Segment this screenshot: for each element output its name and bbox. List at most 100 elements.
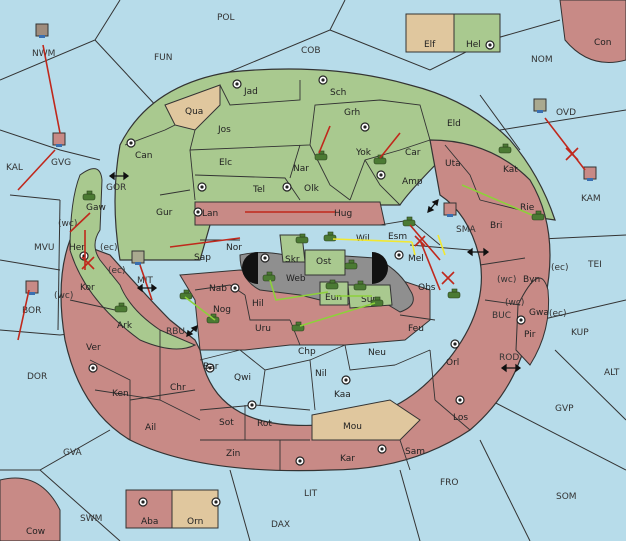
army-icon[interactable] [114,302,128,313]
province-qwi[interactable]: Qwi [234,373,251,383]
province-uta[interactable]: Uta [445,159,461,169]
fleet-icon[interactable] [443,202,457,217]
sea-dax[interactable]: DAX [271,520,290,530]
army-icon[interactable] [402,216,416,227]
province-nog[interactable]: Nog [213,305,231,315]
fleet-icon[interactable] [35,23,49,38]
province-sun[interactable]: Sun [361,295,378,305]
sea-lit[interactable]: LIT [304,489,318,499]
sea-pol[interactable]: POL [217,13,235,23]
province-eun[interactable]: Eun [325,293,342,303]
province-mou[interactable] [311,399,421,441]
province-jad[interactable]: Jad [243,87,258,97]
province-zin[interactable]: Zin [226,449,240,459]
army-icon[interactable] [370,296,384,307]
army-icon[interactable] [531,210,545,221]
sea-gva[interactable]: GVA [63,448,83,458]
province-ail[interactable]: Ail [145,423,156,433]
province-web[interactable]: Web [286,274,306,284]
sea-buc[interactable]: BUC [492,311,511,321]
sea-som[interactable]: SOM [556,492,577,502]
province-grh[interactable]: Grh [344,108,360,118]
army-icon[interactable] [353,280,367,291]
army-icon[interactable] [325,279,339,290]
province-gwa[interactable]: Gwa [529,308,549,318]
sea-mvu[interactable]: MVU [34,243,55,253]
sea-kup[interactable]: KUP [571,328,589,338]
sea-gor[interactable]: GOR [106,183,126,193]
province-pir[interactable]: Pir [524,330,536,340]
province-kat[interactable]: Kat [503,165,518,175]
sea-swm[interactable]: SWM [80,514,102,524]
province-jos[interactable]: Jos [217,125,231,135]
province-ark[interactable]: Ark [117,321,133,331]
army-icon[interactable] [82,190,96,201]
province-gaw[interactable]: Gaw [86,203,106,213]
province-uru[interactable]: Uru [255,324,271,334]
fleet-icon[interactable] [131,250,145,265]
province-hug[interactable]: Hug [334,209,352,219]
sea-cob[interactable]: COB [301,46,321,56]
sea-kam[interactable]: KAM [581,194,601,204]
province-pir[interactable] [515,277,550,366]
province-chp[interactable]: Chp [298,347,316,357]
sea-ovd[interactable]: OVD [556,108,576,118]
fleet-icon[interactable] [52,132,66,147]
province-car[interactable]: Car [405,148,421,158]
province-chr[interactable]: Chr [170,383,186,393]
sea-tei[interactable]: TEI [587,260,602,270]
sea-gvg[interactable]: GVG [51,158,71,168]
province-obs[interactable]: Obs [418,283,436,293]
fleet-icon[interactable] [533,98,547,113]
province-neu[interactable]: Neu [368,348,386,358]
army-icon[interactable] [344,259,358,270]
province-eld[interactable]: Eld [447,119,461,129]
province-mel[interactable]: Mel [408,254,424,264]
sea-gvp[interactable]: GVP [555,404,574,414]
province-nar[interactable]: Nar [293,164,309,174]
province-skr[interactable]: Skr [285,255,300,265]
sea-fro[interactable]: FRO [440,478,459,488]
sea-nwm[interactable]: NWM [32,49,55,59]
army-icon[interactable] [295,233,309,244]
sea-fun[interactable]: FUN [154,53,173,63]
fleet-icon[interactable] [25,280,39,295]
province-ken[interactable]: Ken [112,389,129,399]
province-elc[interactable]: Elc [219,158,232,168]
province-her[interactable]: Her [69,243,85,253]
province-sam[interactable]: Sam [405,447,425,457]
province-qua[interactable] [164,84,221,131]
province-nab[interactable]: Nab [209,284,227,294]
province-esm[interactable]: Esm [388,232,407,242]
province-nil[interactable]: Nil [315,369,327,379]
province-sch[interactable]: Sch [330,88,346,98]
province-amp[interactable]: Amp [402,177,423,187]
province-bar[interactable]: Bar [203,362,219,372]
province-wil[interactable]: Wil [356,234,370,244]
sea-alt[interactable]: ALT [604,368,620,378]
province-orl[interactable]: Orl [446,358,459,368]
army-icon[interactable] [206,313,220,324]
province-kor[interactable]: Kor [80,283,95,293]
province-cow[interactable] [0,477,61,541]
province-lan[interactable]: Lan [202,209,218,219]
province-sot[interactable]: Sot [219,418,234,428]
province-tel[interactable]: Tel [252,185,265,195]
province-ost[interactable] [304,249,346,276]
fleet-icon[interactable] [583,166,597,181]
army-icon[interactable] [498,143,512,154]
sea-kal[interactable]: KAL [6,163,23,173]
sea-nom[interactable]: NOM [531,55,553,65]
province-olk[interactable]: Olk [304,184,320,194]
province-kar[interactable]: Kar [340,454,355,464]
province-hil[interactable]: Hil [252,299,264,309]
sea-dor[interactable]: DOR [27,372,47,382]
army-icon[interactable] [262,271,276,282]
province-rot[interactable]: Rot [257,419,272,429]
sea-rod[interactable]: ROD [499,353,519,363]
province-yok[interactable]: Yok [355,148,372,158]
province-rie[interactable]: Rie [520,203,535,213]
province-sap[interactable]: Sap [194,253,211,263]
province-ost[interactable]: Ost [316,257,332,267]
province-can[interactable]: Can [135,151,153,161]
